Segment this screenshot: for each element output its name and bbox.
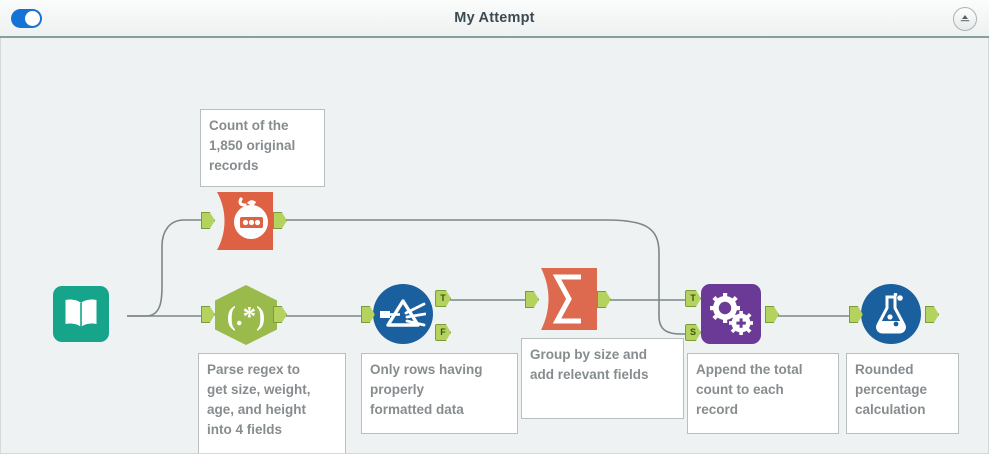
input-connector-append-s[interactable]: S xyxy=(685,324,701,341)
input-connector-filter[interactable] xyxy=(361,306,375,323)
collapse-button[interactable] xyxy=(953,7,977,31)
output-connector-regex[interactable] xyxy=(273,306,287,323)
note-parse-regex[interactable]: Parse regex to get size, weight, age, an… xyxy=(198,353,346,453)
sigma-icon xyxy=(541,268,597,330)
regex-icon: (.*) xyxy=(215,285,277,345)
output-connector-filter-true[interactable]: T xyxy=(435,290,451,307)
title-bar: My Attempt xyxy=(0,0,989,38)
input-connector-regex[interactable] xyxy=(201,306,215,323)
chevron-up-icon xyxy=(959,15,971,23)
note-append-count[interactable]: Append the total count to each record xyxy=(687,353,839,434)
regex-tool[interactable]: (.*) xyxy=(201,284,287,351)
book-icon xyxy=(65,299,97,327)
count-records-tool[interactable] xyxy=(201,192,287,255)
workflow-canvas[interactable]: Count of the 1,850 original records Pars… xyxy=(0,38,989,454)
flask-icon xyxy=(876,293,906,334)
note-group-by-size[interactable]: Group by size and add relevant fields xyxy=(521,338,684,419)
summarize-tool[interactable] xyxy=(525,268,611,335)
note-rounded-pct[interactable]: Rounded percentage calculation xyxy=(846,353,959,434)
input-connector-formula[interactable] xyxy=(849,306,863,323)
page-title: My Attempt xyxy=(454,10,535,26)
output-connector-append[interactable] xyxy=(765,306,779,323)
toggle-knob xyxy=(25,11,40,26)
append-fields-tool[interactable]: T S xyxy=(685,284,779,344)
wire-input-to-count xyxy=(127,219,207,317)
prism-icon xyxy=(380,299,426,327)
input-connector-append-t[interactable]: T xyxy=(685,290,701,307)
output-connector-summarize[interactable] xyxy=(597,291,611,308)
note-count-records[interactable]: Count of the 1,850 original records xyxy=(200,109,325,187)
svg-text:(.*): (.*) xyxy=(227,301,265,331)
input-connector-summarize[interactable] xyxy=(525,291,539,308)
output-connector-count-records[interactable] xyxy=(273,212,287,229)
formula-tool[interactable] xyxy=(849,284,939,344)
count-records-shape xyxy=(217,192,273,250)
output-connector-formula[interactable] xyxy=(925,306,939,323)
enable-toggle[interactable] xyxy=(11,9,42,28)
wire-count-to-append xyxy=(284,219,697,335)
input-data-tool[interactable] xyxy=(53,286,109,342)
output-connector-filter-false[interactable]: F xyxy=(435,324,451,341)
note-filter-rows[interactable]: Only rows having properly formatted data xyxy=(361,353,518,434)
filter-tool[interactable]: T F xyxy=(361,284,451,344)
input-connector-count-records[interactable] xyxy=(201,212,215,229)
gears-icon xyxy=(710,293,753,335)
